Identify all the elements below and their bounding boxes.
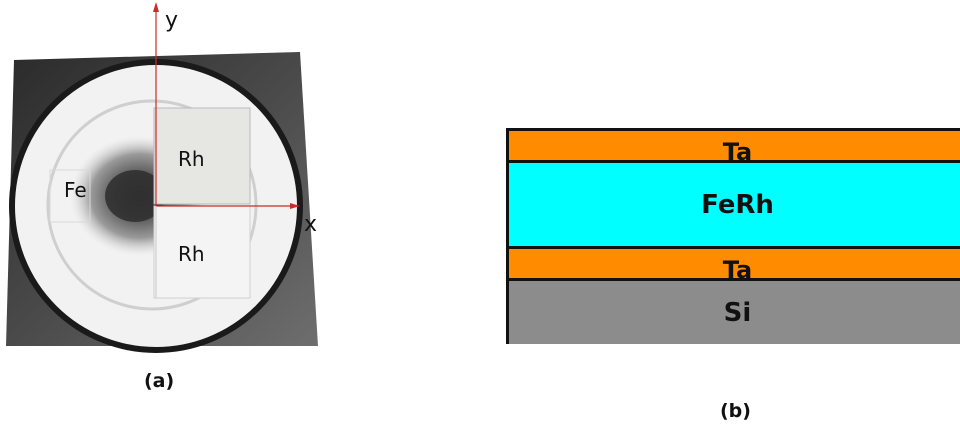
target-photo xyxy=(0,0,340,360)
rh-bottom-label: Rh xyxy=(178,242,205,266)
layer-stack: Ta FeRh Ta Si xyxy=(506,128,960,344)
layer-ta-top-label: Ta xyxy=(723,140,752,164)
rh-top-label: Rh xyxy=(178,147,205,171)
caption-a: (a) xyxy=(144,370,174,392)
axis-y-label: y xyxy=(165,8,178,33)
layer-si: Si xyxy=(509,281,960,344)
panel-a: y x Fe Rh Rh (a) xyxy=(0,0,340,432)
axis-x-label: x xyxy=(304,212,317,237)
layer-si-label: Si xyxy=(724,298,752,328)
caption-b: (b) xyxy=(720,400,751,422)
layer-ferh-label: FeRh xyxy=(701,190,774,220)
layer-ta-top: Ta xyxy=(509,131,960,163)
fe-label: Fe xyxy=(64,178,87,202)
y-axis-arrow xyxy=(153,2,159,12)
layer-ta-bottom: Ta xyxy=(509,249,960,281)
layer-ta-bottom-label: Ta xyxy=(723,258,752,282)
layer-ferh: FeRh xyxy=(509,163,960,249)
